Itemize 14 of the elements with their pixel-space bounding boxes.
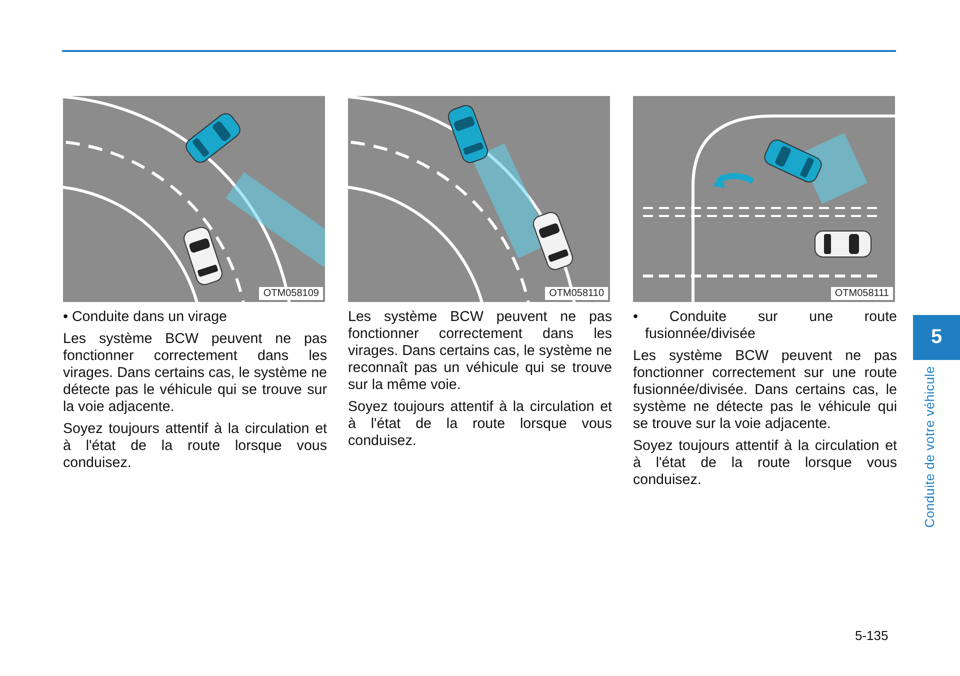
image-code: OTM058111 [830,287,893,300]
bullet-item: • Conduite dans un virage [63,309,228,326]
bullet-item: • Conduite sur une route fusionnée/divisée [633,309,897,343]
image-code: OTM058110 [545,287,608,300]
paragraph: Les système BCW peuvent ne pas fonctionner correctement dans les virages. Dans certains cas, le système ne reconnaît pas un véhicule qui se trouve sur la même voie. [348,309,612,394]
page-number: 5-135 [855,628,888,643]
chapter-title: Conduite de votre véhicule [922,366,937,528]
paragraph: Soyez toujours attentif à la circulation et à l'état de la route lorsque vous conduisez. [63,421,327,472]
paragraph: Les système BCW peuvent ne pas fonctionner correctement dans les virages. Dans certains cas, le système ne détecte pas le véhicule qui se trouve sur la voie adjacente. [63,331,327,416]
image-code: OTM058109 [259,287,323,300]
paragraph: Les système BCW peuvent ne pas fonctionner correctement sur une route fusionnée/divisée. Dans certains cas, le système ne détecte pas le véhicule qui se trouve sur la voie adjacente. [633,348,897,433]
paragraph: Soyez toujours attentif à la circulation et à l'état de la route lorsque vous conduisez. [348,399,612,450]
paragraph: Soyez toujours attentif à la circulation et à l'état de la route lorsque vous conduisez. [633,438,897,489]
chapter-tab: 5 [913,315,960,360]
